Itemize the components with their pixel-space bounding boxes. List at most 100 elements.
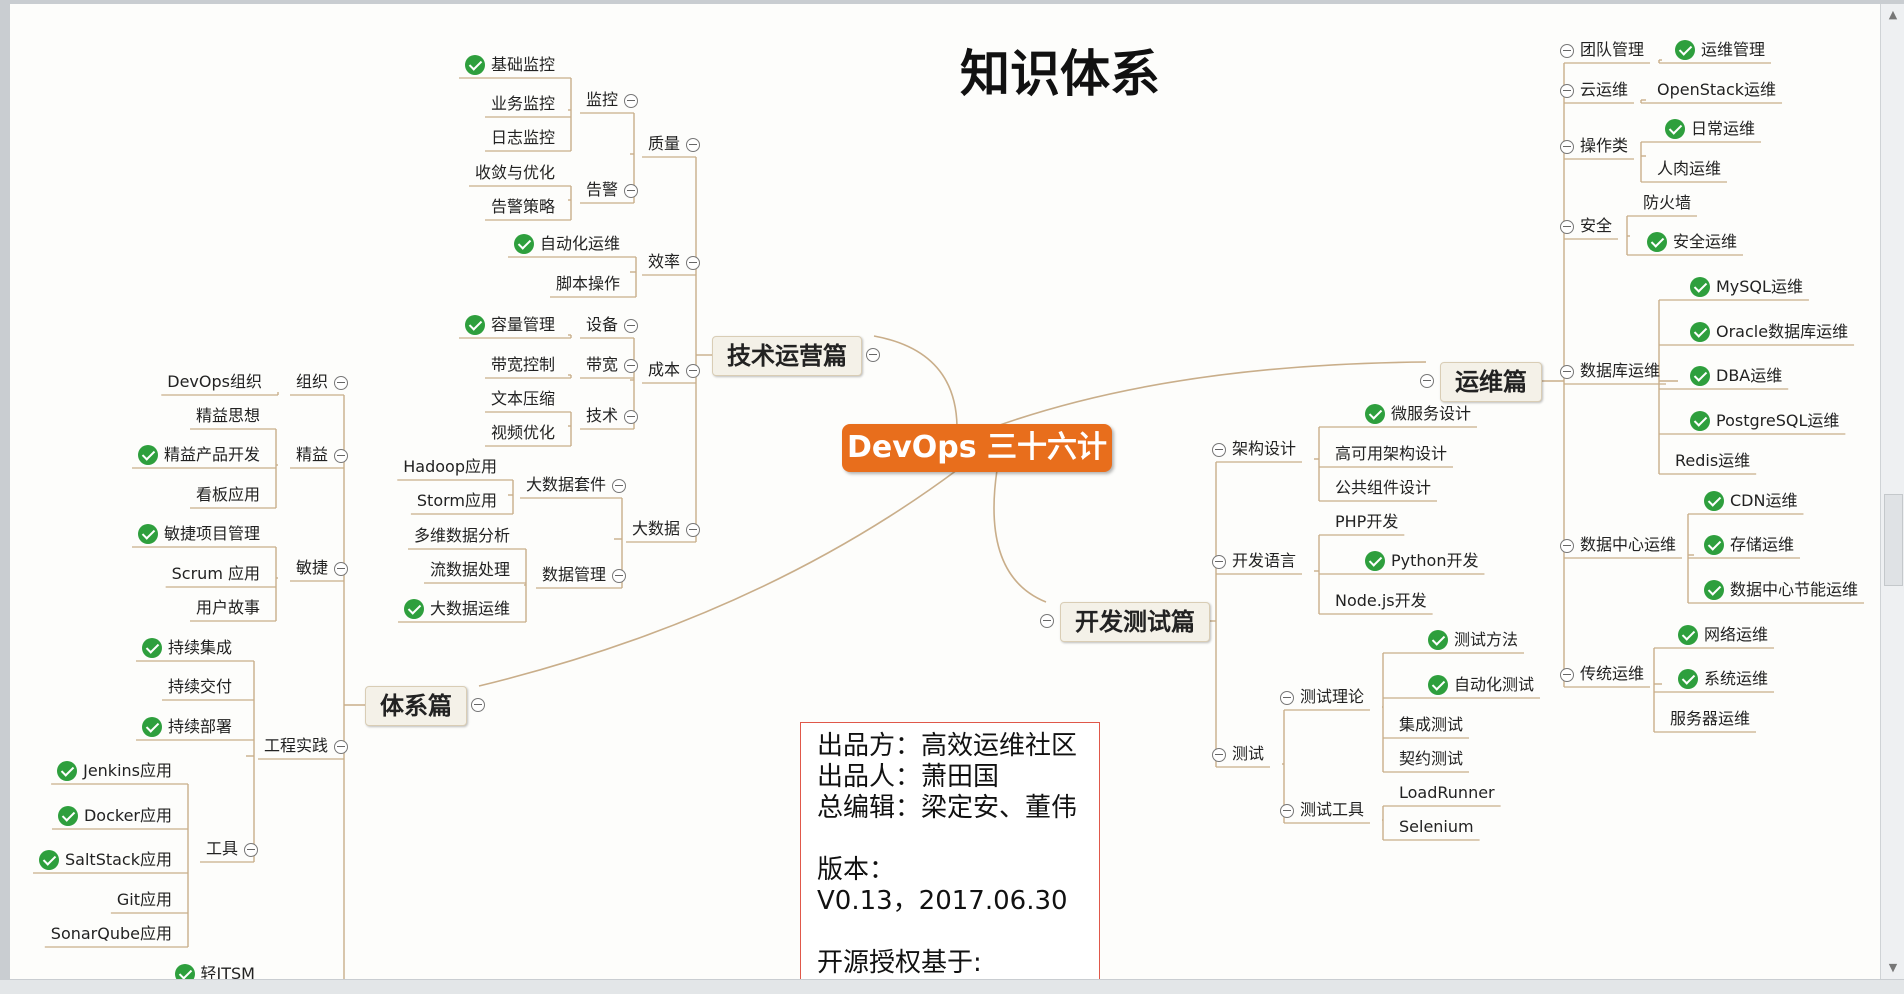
node-microservice[interactable]: 微服务设计: [1391, 404, 1472, 423]
branch-ops[interactable]: 运维篇: [1440, 362, 1542, 402]
node-test-tools[interactable]: 测试工具: [1300, 800, 1365, 819]
collapse-icon[interactable]: [1560, 668, 1574, 682]
node-log-monitor[interactable]: 日志监控: [490, 128, 555, 147]
node-alert[interactable]: 告警: [585, 180, 618, 199]
node-bigdata-suite[interactable]: 大数据套件: [525, 475, 606, 494]
collapse-icon[interactable]: [624, 94, 638, 108]
collapse-icon[interactable]: [1560, 365, 1574, 379]
node-practice[interactable]: 工程实践: [263, 736, 328, 755]
node-test[interactable]: 测试: [1232, 744, 1265, 763]
vertical-scrollbar[interactable]: ▲ ▼: [1880, 4, 1904, 979]
collapse-icon[interactable]: [1040, 614, 1054, 628]
scroll-up-icon[interactable]: ▲: [1888, 8, 1898, 21]
node-bandwidth[interactable]: 带宽: [585, 355, 618, 374]
collapse-icon[interactable]: [866, 348, 880, 362]
node-lean-thinking[interactable]: 精益思想: [195, 406, 260, 425]
node-agile[interactable]: 敏捷: [295, 558, 328, 577]
collapse-icon[interactable]: [624, 319, 638, 333]
node-sec-ops[interactable]: 安全运维: [1673, 232, 1738, 251]
collapse-icon[interactable]: [1280, 804, 1294, 818]
collapse-icon[interactable]: [686, 523, 700, 537]
branch-devtest[interactable]: 开发测试篇: [1060, 602, 1210, 642]
node-integ-test[interactable]: 集成测试: [1399, 715, 1464, 734]
collapse-icon[interactable]: [471, 698, 485, 712]
node-nodejs[interactable]: Node.js开发: [1335, 591, 1427, 610]
node-contract-test[interactable]: 契约测试: [1399, 749, 1464, 768]
horizontal-scrollbar[interactable]: [0, 979, 1904, 994]
node-ha-arch[interactable]: 高可用架构设计: [1335, 444, 1448, 463]
scroll-thumb[interactable]: [1884, 494, 1903, 586]
node-manual-ops[interactable]: 人肉运维: [1657, 159, 1722, 178]
collapse-icon[interactable]: [686, 256, 700, 270]
collapse-icon[interactable]: [334, 562, 348, 576]
node-dc-energy[interactable]: 数据中心节能运维: [1730, 580, 1859, 599]
node-ci[interactable]: 持续集成: [167, 638, 232, 657]
node-video-opt[interactable]: 视频优化: [490, 423, 555, 442]
branch-tech[interactable]: 技术运营篇: [711, 336, 862, 376]
node-script-ops[interactable]: 脚本操作: [555, 274, 620, 293]
node-efficiency[interactable]: 效率: [647, 252, 680, 271]
central-topic[interactable]: DevOps 三十六计: [842, 424, 1112, 472]
node-redis[interactable]: Redis运维: [1675, 451, 1751, 470]
node-multi-dim[interactable]: 多维数据分析: [413, 526, 510, 545]
node-security[interactable]: 安全: [1580, 216, 1613, 235]
node-stream[interactable]: 流数据处理: [429, 560, 510, 579]
node-docker[interactable]: Docker应用: [83, 806, 172, 825]
node-tools[interactable]: 工具: [205, 839, 238, 858]
collapse-icon[interactable]: [1560, 539, 1574, 553]
node-server-ops[interactable]: 服务器运维: [1670, 709, 1751, 728]
node-auto-ops[interactable]: 自动化运维: [539, 234, 620, 253]
node-sys-ops[interactable]: 系统运维: [1704, 669, 1769, 688]
node-cdelivery[interactable]: 持续交付: [167, 677, 232, 696]
node-firewall[interactable]: 防火墙: [1643, 193, 1692, 212]
collapse-icon[interactable]: [1560, 140, 1574, 154]
collapse-icon[interactable]: [1280, 691, 1294, 705]
node-technique[interactable]: 技术: [585, 406, 618, 425]
collapse-icon[interactable]: [686, 138, 700, 152]
collapse-icon[interactable]: [612, 479, 626, 493]
node-common-comp[interactable]: 公共组件设计: [1335, 478, 1432, 497]
node-bigdata[interactable]: 大数据: [631, 519, 680, 538]
node-daily-ops[interactable]: 日常运维: [1691, 119, 1756, 138]
node-sonarqube[interactable]: SonarQube应用: [50, 924, 172, 943]
node-business-monitor[interactable]: 业务监控: [490, 94, 555, 113]
collapse-icon[interactable]: [1420, 374, 1434, 388]
node-scrum[interactable]: Scrum 应用: [171, 564, 260, 583]
collapse-icon[interactable]: [334, 740, 348, 754]
node-devops-org[interactable]: DevOps组织: [167, 372, 262, 391]
node-db-ops[interactable]: 数据库运维: [1580, 361, 1661, 380]
node-capacity[interactable]: 容量管理: [490, 315, 555, 334]
node-git[interactable]: Git应用: [116, 890, 172, 909]
collapse-icon[interactable]: [1560, 220, 1574, 234]
node-storage[interactable]: 存储运维: [1730, 535, 1795, 554]
node-python[interactable]: Python开发: [1391, 551, 1479, 570]
node-lang[interactable]: 开发语言: [1232, 551, 1297, 570]
node-bigdata-ops[interactable]: 大数据运维: [429, 599, 510, 618]
collapse-icon[interactable]: [1212, 555, 1226, 569]
node-alert-policy[interactable]: 告警策略: [490, 197, 555, 216]
node-arch[interactable]: 架构设计: [1232, 439, 1297, 458]
collapse-icon[interactable]: [1560, 44, 1574, 58]
collapse-icon[interactable]: [1560, 84, 1574, 98]
node-test-theory[interactable]: 测试理论: [1300, 687, 1365, 706]
node-itsm[interactable]: 轻ITSM: [200, 964, 255, 979]
node-monitor[interactable]: 监控: [585, 90, 618, 109]
node-mysql[interactable]: MySQL运维: [1716, 277, 1803, 296]
node-ops-mgmt[interactable]: 运维管理: [1701, 40, 1766, 59]
node-php[interactable]: PHP开发: [1335, 512, 1399, 531]
collapse-icon[interactable]: [334, 376, 348, 390]
node-postgres[interactable]: PostgreSQL运维: [1716, 411, 1840, 430]
node-legacy-ops[interactable]: 传统运维: [1580, 664, 1645, 683]
node-device[interactable]: 设备: [585, 315, 618, 334]
collapse-icon[interactable]: [624, 410, 638, 424]
node-selenium[interactable]: Selenium: [1399, 817, 1474, 836]
node-text-compress[interactable]: 文本压缩: [490, 389, 555, 408]
node-org[interactable]: 组织: [295, 372, 328, 391]
scroll-down-icon[interactable]: ▼: [1888, 961, 1898, 974]
node-data-mgmt[interactable]: 数据管理: [541, 565, 606, 584]
node-operation[interactable]: 操作类: [1580, 136, 1629, 155]
node-auto-test[interactable]: 自动化测试: [1454, 675, 1535, 694]
collapse-icon[interactable]: [624, 359, 638, 373]
node-cloud[interactable]: 云运维: [1580, 80, 1629, 99]
node-cdn[interactable]: CDN运维: [1730, 491, 1798, 510]
